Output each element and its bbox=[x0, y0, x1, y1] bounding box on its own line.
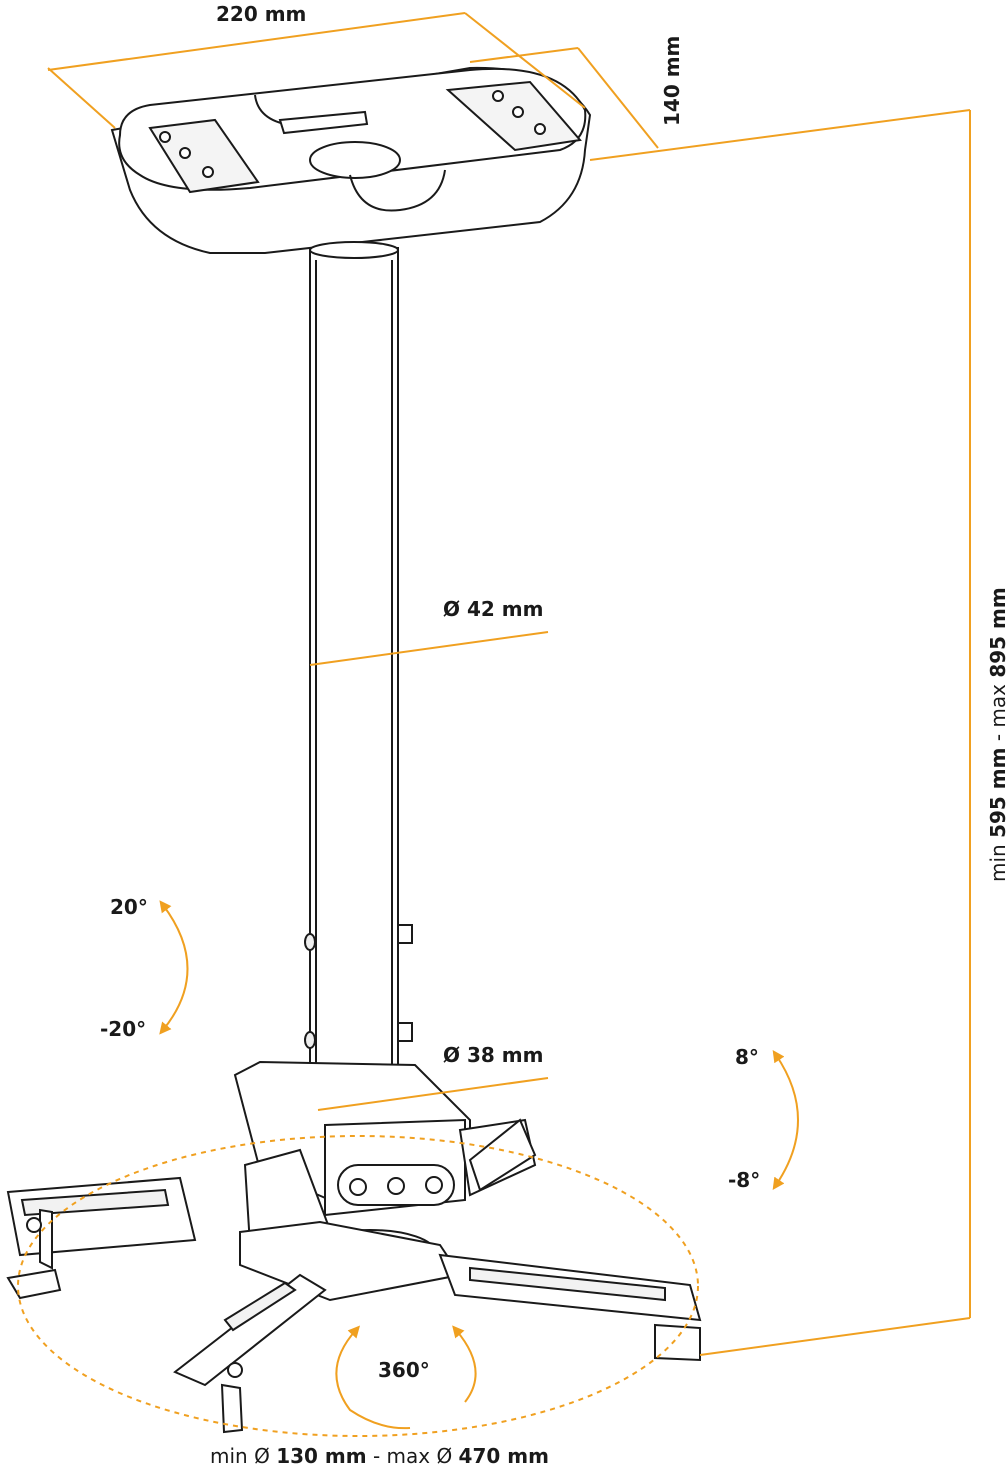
height-separator: - max bbox=[986, 684, 1008, 742]
arm-span-label: min Ø 130 mm - max Ø 470 mm bbox=[210, 1444, 549, 1468]
roll-down-label: -8° bbox=[728, 1168, 761, 1192]
tilt-down-label: -20° bbox=[100, 1017, 147, 1041]
height-max-value: 895 mm bbox=[986, 587, 1008, 678]
height-min-prefix: min bbox=[986, 844, 1008, 882]
height-min-value: 595 mm bbox=[986, 747, 1008, 838]
tilt-up-label: 20° bbox=[110, 895, 148, 919]
swivel-range-ellipse bbox=[17, 1135, 699, 1437]
roll-up-label: 8° bbox=[735, 1045, 759, 1069]
span-max-value: 470 mm bbox=[458, 1444, 549, 1468]
telescopic-pole bbox=[304, 241, 413, 1109]
dimension-lines bbox=[47, 12, 971, 1430]
plate-depth-label: 140 mm bbox=[660, 35, 684, 126]
span-separator: - max Ø bbox=[372, 1444, 453, 1468]
span-min-value: 130 mm bbox=[276, 1444, 367, 1468]
span-min-prefix: min Ø bbox=[210, 1444, 270, 1468]
ceiling-plate bbox=[110, 66, 592, 254]
plate-width-label: 220 mm bbox=[216, 2, 307, 26]
swivel-label: 360° bbox=[378, 1358, 430, 1382]
pole-lower-diameter-label: Ø 38 mm bbox=[443, 1043, 544, 1067]
pole-upper-diameter-label: Ø 42 mm bbox=[443, 597, 544, 621]
spider-arms bbox=[6, 1118, 702, 1434]
height-range-label: min 595 mm - max 895 mm bbox=[986, 587, 1008, 882]
